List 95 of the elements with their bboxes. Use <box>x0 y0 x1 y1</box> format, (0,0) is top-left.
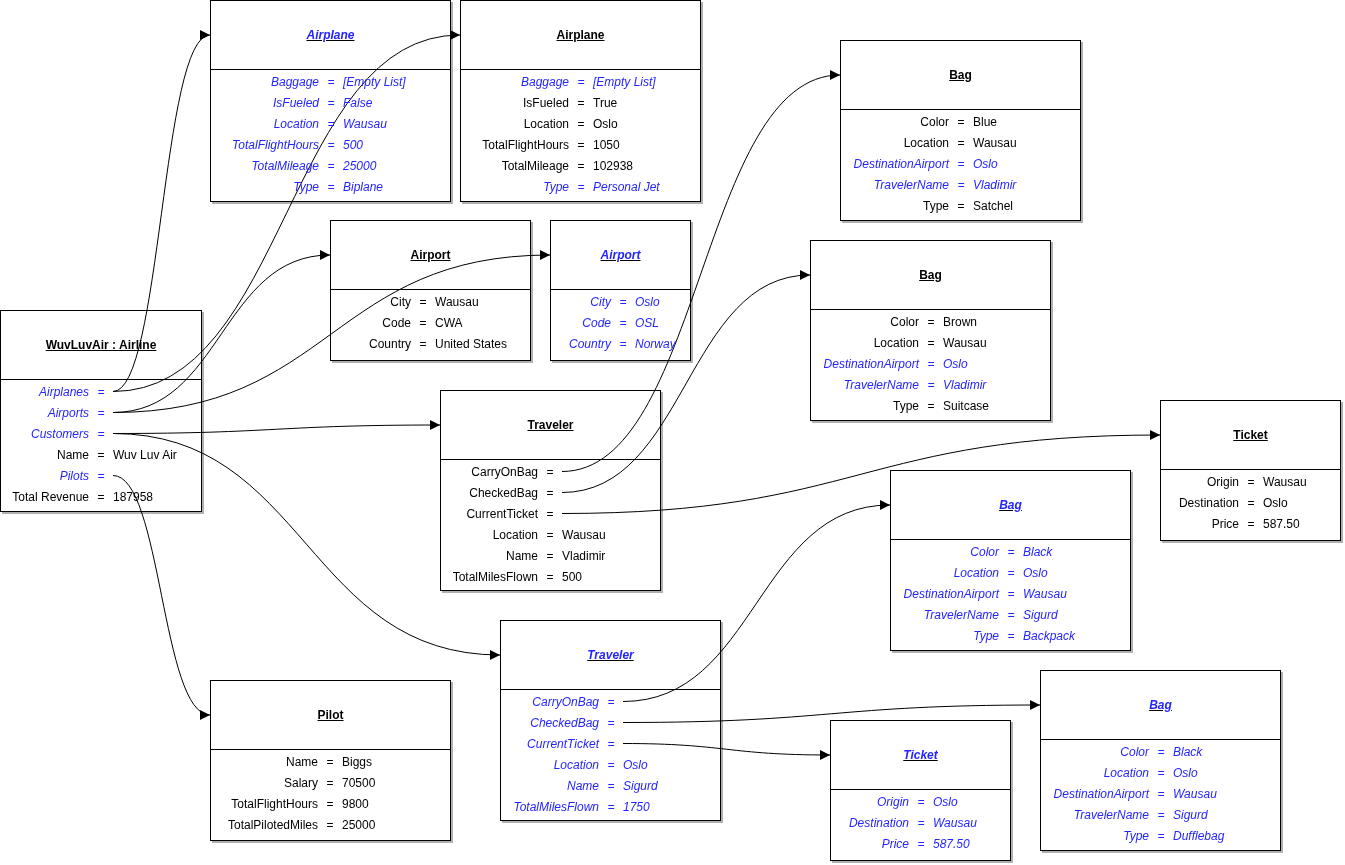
property-row: Type = Dufflebag <box>1041 825 1225 846</box>
property-row: Location = Wausau <box>211 113 387 134</box>
property-row: TravelerName = Sigurd <box>891 604 1058 625</box>
property-row: Location = Oslo <box>891 562 1048 583</box>
property-row: Origin = Wausau <box>1161 471 1307 492</box>
arrow <box>622 501 891 702</box>
object-title: Bag <box>1149 697 1172 714</box>
property-row: TotalFlightHours = 500 <box>211 134 364 155</box>
property-row: Customers = <box>1 423 113 444</box>
property-row: Color = Blue <box>841 111 998 132</box>
property-row: Location = Oslo <box>501 754 648 775</box>
property-row: Type = Backpack <box>891 625 1076 646</box>
property-row: Location = Wausau <box>841 132 1017 153</box>
object-box <box>550 220 691 361</box>
property-row: Color = Black <box>891 541 1053 562</box>
property-row: CurrentTicket = <box>501 733 623 754</box>
arrow <box>561 271 811 493</box>
property-row: TravelerName = Vladimir <box>841 174 1017 195</box>
property-row: TotalFlightHours = 9800 <box>211 793 369 814</box>
property-row: Code = CWA <box>331 312 463 333</box>
property-row: Price = 587.50 <box>831 833 970 854</box>
property-row: Pilots = <box>1 465 113 486</box>
property-row: Type = Satchel <box>841 195 1014 216</box>
property-row: TravelerName = Sigurd <box>1041 804 1208 825</box>
object-title: Traveler <box>587 647 634 664</box>
property-row: TravelerName = Vladimir <box>811 374 987 395</box>
property-row: DestinationAirport = Oslo <box>811 353 968 374</box>
property-row: Name = Sigurd <box>501 775 658 796</box>
object-title: Airport <box>410 247 451 264</box>
arrow <box>622 743 831 760</box>
property-row: Location = Oslo <box>461 113 618 134</box>
object-title: Ticket <box>1233 427 1268 444</box>
property-row: CheckedBag = <box>441 482 562 503</box>
arrow <box>561 430 1161 514</box>
property-row: Destination = Wausau <box>831 812 977 833</box>
object-box <box>210 0 451 202</box>
object-box <box>0 310 202 512</box>
object-title: Ticket <box>903 747 938 764</box>
property-row: TotalFlightHours = 1050 <box>461 134 620 155</box>
property-row: TotalMileage = 102938 <box>461 155 634 176</box>
object-title: Bag <box>919 267 942 284</box>
property-row: City = Oslo <box>551 291 660 312</box>
object-box <box>1160 400 1341 541</box>
property-row: Airports = <box>1 402 113 423</box>
property-row: Name = Vladimir <box>441 545 606 566</box>
property-row: Location = Wausau <box>441 524 606 545</box>
object-title: Bag <box>949 67 972 84</box>
property-row: TotalPilotedMiles = 25000 <box>211 814 376 835</box>
property-row: Price = 587.50 <box>1161 513 1300 534</box>
object-box <box>840 40 1081 221</box>
object-title: Airport <box>600 247 641 264</box>
arrow <box>622 700 1041 723</box>
property-row: IsFueled = True <box>461 92 618 113</box>
object-box <box>810 240 1051 421</box>
property-row: Type = Suitcase <box>811 395 990 416</box>
property-row: Color = Brown <box>811 311 977 332</box>
object-title: Traveler <box>527 417 574 434</box>
property-row: Airplanes = <box>1 381 113 402</box>
object-box <box>890 470 1131 651</box>
object-box <box>830 720 1011 861</box>
property-row: Location = Wausau <box>811 332 987 353</box>
property-row: TotalMilesFlown = 500 <box>441 566 583 587</box>
property-row: DestinationAirport = Wausau <box>891 583 1067 604</box>
property-row: DestinationAirport = Oslo <box>841 153 998 174</box>
property-row: CarryOnBag = <box>501 691 623 712</box>
object-title: Airplane <box>556 27 605 44</box>
property-row: Code = OSL <box>551 312 659 333</box>
property-row: Color = Black <box>1041 741 1203 762</box>
arrow <box>112 250 551 413</box>
object-box <box>500 620 721 821</box>
property-row: CurrentTicket = <box>441 503 562 524</box>
property-row: Name = Wuv Luv Air <box>1 444 177 465</box>
object-box <box>460 0 701 202</box>
arrow <box>561 72 841 472</box>
property-row: Location = Oslo <box>1041 762 1198 783</box>
property-row: Destination = Oslo <box>1161 492 1288 513</box>
property-row: Baggage = [Empty List] <box>461 71 656 92</box>
property-row: Country = Norway <box>551 333 676 354</box>
object-box <box>210 680 451 841</box>
object-title: Bag <box>999 497 1022 514</box>
property-row: Name = Biggs <box>211 751 373 772</box>
object-box <box>330 220 531 361</box>
property-row: CarryOnBag = <box>441 461 562 482</box>
property-row: TotalMilesFlown = 1750 <box>501 796 650 817</box>
property-row: DestinationAirport = Wausau <box>1041 783 1217 804</box>
object-box <box>1040 670 1281 851</box>
object-title: Pilot <box>317 707 344 724</box>
property-row: Country = United States <box>331 333 508 354</box>
property-row: City = Wausau <box>331 291 479 312</box>
property-row: Origin = Oslo <box>831 791 958 812</box>
property-row: Type = Personal Jet <box>461 176 660 197</box>
property-row: Salary = 70500 <box>211 772 376 793</box>
object-title: Airplane <box>306 27 355 44</box>
object-box <box>440 390 661 591</box>
property-row: CheckedBag = <box>501 712 623 733</box>
